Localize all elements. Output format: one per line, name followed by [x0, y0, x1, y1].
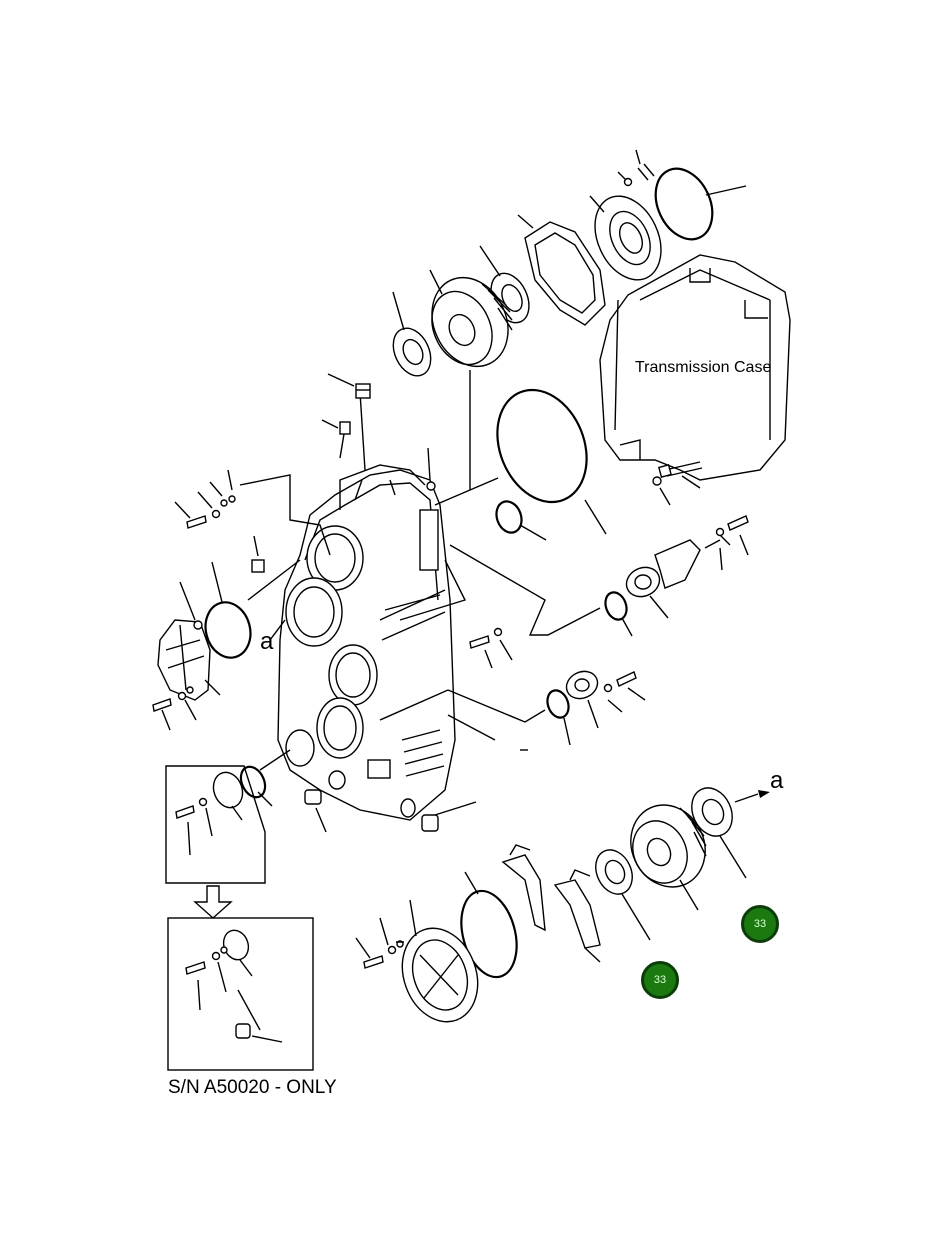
o-ring-right-upper	[604, 591, 633, 637]
shim-set-lower	[501, 844, 601, 963]
bolt-set-lower	[355, 917, 404, 969]
transfer-case-housing	[277, 464, 456, 821]
case-bolt-group	[652, 461, 703, 506]
gasket-plate-top	[517, 214, 606, 326]
part-callout-33[interactable]: 33	[741, 905, 779, 943]
plug-lower-middle	[421, 814, 439, 832]
bearing-lower-left	[595, 849, 651, 941]
plug-small	[321, 419, 351, 435]
part-callout-33[interactable]: 33	[641, 961, 679, 999]
inset-box-lower	[167, 917, 314, 1071]
transmission-case-label: Transmission Case	[635, 359, 772, 376]
gear-upper	[429, 269, 513, 368]
cover-lower-main	[401, 899, 479, 1023]
o-ring-right-lower	[546, 689, 571, 746]
breather-plug	[327, 373, 371, 399]
reference-a-right-label: a	[770, 767, 784, 794]
inset-box-upper	[165, 765, 266, 884]
o-ring-lower-large	[460, 871, 518, 979]
o-ring-left	[204, 561, 252, 659]
bolt-set-left-upper	[174, 469, 236, 529]
bolt-set-right-lower	[603, 671, 646, 713]
cover-right-upper	[625, 566, 669, 619]
serial-number-note: S/N A50020 - ONLY	[168, 1077, 337, 1098]
bolt-set-left-lower	[152, 679, 221, 731]
o-ring-lower-left	[239, 765, 273, 807]
drain-plug-top	[426, 447, 436, 491]
plug-lower-left	[304, 789, 327, 833]
down-arrow-icon	[193, 885, 233, 919]
large-o-ring-top	[654, 167, 747, 241]
cover-left	[157, 581, 211, 701]
bearing-retainer-top	[589, 195, 662, 281]
retainer-bolts-top	[617, 149, 655, 187]
cover-right-lower	[565, 670, 599, 729]
bolt-set-middle	[469, 627, 513, 669]
bolt-right-upper	[715, 515, 749, 556]
housing-leader-lines	[239, 370, 601, 816]
bearing-upper-left	[392, 291, 432, 377]
bearing-lower-right	[691, 787, 770, 879]
large-o-ring-middle	[496, 388, 607, 535]
transmission-case-outline	[599, 254, 791, 481]
bracket-right	[654, 534, 731, 589]
gear-lower	[630, 804, 707, 911]
bolt-small-left	[251, 535, 265, 573]
reference-a-left-label: a	[260, 628, 274, 655]
small-o-ring-middle	[495, 500, 547, 541]
